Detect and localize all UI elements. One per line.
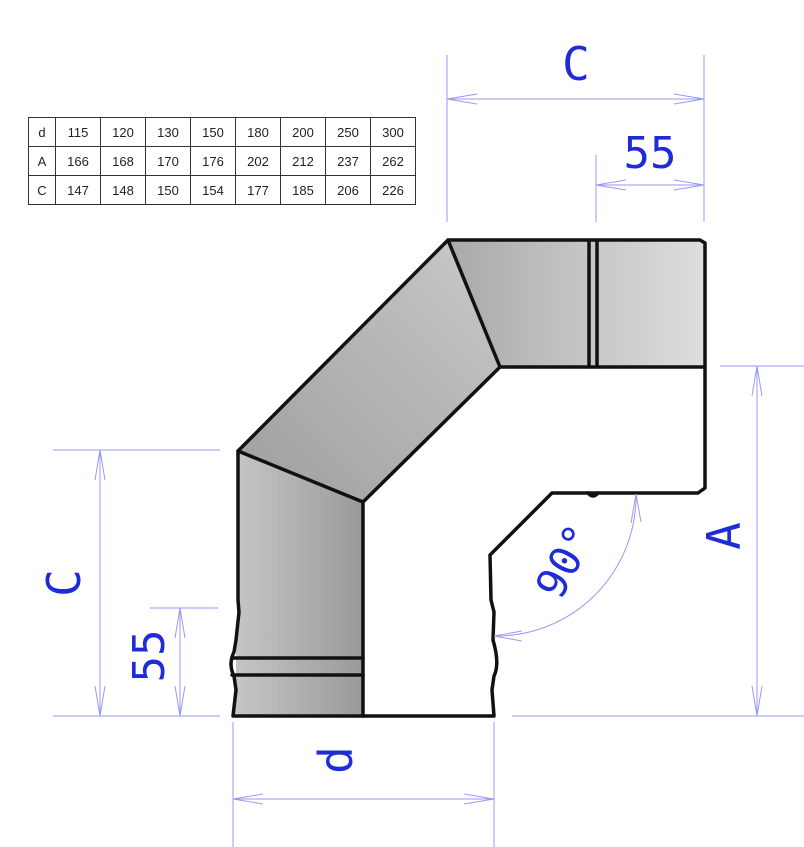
dimension-lines [53,55,804,847]
top-outlet-segment [448,240,705,367]
table-cell: 237 [325,146,371,176]
table-cell: 226 [370,175,416,205]
dim-label-top-55: 55 [624,128,677,179]
dim-label-angle: 90° [526,516,605,606]
dim-label-right-a: A [697,522,751,550]
dim-label-top-c: C [562,37,590,91]
inner-edge [361,365,707,718]
table-row-label: C [28,175,56,205]
table-cell: 262 [370,146,416,176]
table-cell: 176 [190,146,236,176]
table-row-label: d [28,117,56,147]
dim-label-left-55: 55 [124,630,175,683]
table-cell: 206 [325,175,371,205]
table-cell: 202 [235,146,281,176]
table-cell: 250 [325,117,371,147]
table-cell: 147 [55,175,101,205]
dim-label-left-c: C [37,569,91,597]
seam-top [446,238,502,369]
seam-bottom [236,449,365,504]
inner-flange-notch [586,491,600,498]
table-cell: 150 [190,117,236,147]
table-cell: 148 [100,175,146,205]
elbow-inner-side [363,367,705,716]
elbow-body [229,238,707,718]
table-cell: 200 [280,117,326,147]
left-inlet-segment [233,451,363,716]
dim-label-bottom-d: d [309,746,363,774]
table-cell: 180 [235,117,281,147]
table-cell: 154 [190,175,236,205]
table-cell: 166 [55,146,101,176]
diagonal-segment [238,240,500,502]
